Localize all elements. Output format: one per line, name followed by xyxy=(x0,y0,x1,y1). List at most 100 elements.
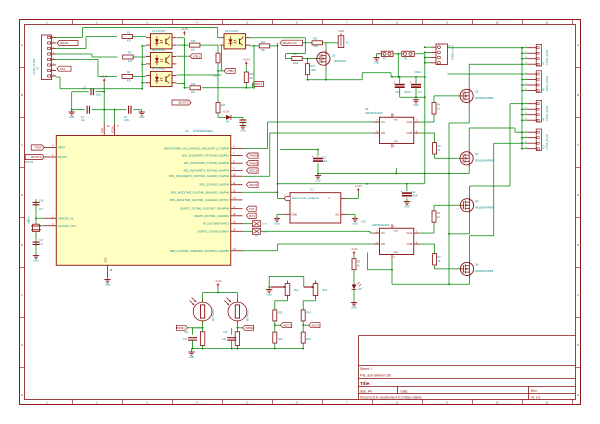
svg-text:7: 7 xyxy=(346,401,348,405)
svg-text:VTB2: VTB2 xyxy=(227,69,235,73)
svg-text:+3.3V: +3.3V xyxy=(350,247,358,251)
svg-text:Q3: Q3 xyxy=(475,199,479,203)
svg-text:R11: R11 xyxy=(261,41,266,44)
svg-text:1k: 1k xyxy=(357,265,360,268)
svg-text:ADC5: ADC5 xyxy=(249,183,258,187)
svg-text:GND: GND xyxy=(69,116,75,119)
svg-text:10k: 10k xyxy=(191,91,196,94)
svg-text:2: 2 xyxy=(376,231,378,233)
svg-text:GND: GND xyxy=(139,116,145,119)
svg-text:GND: GND xyxy=(105,284,111,287)
svg-text:3: 3 xyxy=(53,47,55,49)
svg-text:100k: 100k xyxy=(313,45,319,48)
svg-text:R12: R12 xyxy=(313,38,318,41)
svg-text:10: 10 xyxy=(496,401,499,405)
svg-text:PWM2: PWM2 xyxy=(245,326,254,330)
svg-text:R25: R25 xyxy=(306,338,311,341)
svg-text:5: 5 xyxy=(117,125,119,128)
svg-text:2: 2 xyxy=(284,195,286,197)
svg-text:1uF: 1uF xyxy=(222,338,227,341)
svg-text:1uF: 1uF xyxy=(183,338,188,341)
svg-text:16MHz: 16MHz xyxy=(28,216,31,224)
svg-text:4: 4 xyxy=(53,52,55,54)
svg-text:9: 9 xyxy=(233,168,235,171)
svg-text:Q5: Q5 xyxy=(332,53,336,57)
svg-text:+: + xyxy=(410,81,412,85)
svg-text:P1: P1 xyxy=(37,66,40,70)
svg-text:8: 8 xyxy=(396,401,398,405)
svg-text:SPI1_NSS/USART1_CK/TIM14_CH1/A: SPI1_NSS/USART1_CK/TIM14_CH1/ADC_IN4/PA4 xyxy=(169,174,230,178)
svg-text:SPI1_SCK/ADC_IN5/PA5: SPI1_SCK/ADC_IN5/PA5 xyxy=(199,183,229,187)
svg-text:2: 2 xyxy=(96,401,98,405)
svg-text:File: ach-dimmer.sch: File: ach-dimmer.sch xyxy=(360,373,391,377)
svg-text:P7: P7 xyxy=(543,61,546,65)
svg-text:5: 5 xyxy=(246,21,248,25)
svg-text:+3.3V: +3.3V xyxy=(355,184,363,188)
svg-text:1: 1 xyxy=(46,401,48,405)
svg-text:CONN_01X04: CONN_01X04 xyxy=(546,75,549,91)
svg-text:PF0/OSC_IN: PF0/OSC_IN xyxy=(58,216,73,220)
svg-text:CONN_01X04: CONN_01X04 xyxy=(546,105,549,121)
svg-text:+3.3V: +3.3V xyxy=(243,58,251,62)
svg-text:7: 7 xyxy=(53,69,55,71)
svg-text:2: 2 xyxy=(526,78,528,80)
svg-text:100n: 100n xyxy=(124,119,130,122)
svg-text:A: A xyxy=(328,197,330,200)
svg-text:+: + xyxy=(393,81,395,85)
svg-text:470: 470 xyxy=(127,79,132,82)
svg-text:PDV-P9001: PDV-P9001 xyxy=(248,308,250,321)
svg-text:10k: 10k xyxy=(249,77,254,80)
svg-text:RX1: RX1 xyxy=(249,214,255,218)
svg-text:3: 3 xyxy=(393,257,395,259)
svg-text:GND: GND xyxy=(413,104,419,107)
svg-text:BOOT0: BOOT0 xyxy=(58,155,67,159)
svg-text:BST1: BST1 xyxy=(255,82,263,86)
svg-text:CONN_01X04: CONN_01X04 xyxy=(453,45,455,60)
svg-text:7: 7 xyxy=(233,153,235,156)
svg-text:G: G xyxy=(21,343,23,347)
svg-text:4u7: 4u7 xyxy=(39,243,44,246)
svg-text:4: 4 xyxy=(376,242,378,244)
svg-text:1: 1 xyxy=(393,226,395,228)
svg-text:470: 470 xyxy=(127,40,132,43)
svg-text:WKUP1/TMR2_CH1_ETR/ADC_IN0/USA: WKUP1/TMR2_CH1_ETR/ADC_IN0/USART1_CTS/PA… xyxy=(164,147,229,151)
svg-text:GND: GND xyxy=(393,141,398,143)
svg-text:2: 2 xyxy=(53,41,55,43)
svg-text:GND: GND xyxy=(189,356,195,359)
svg-text:11: 11 xyxy=(546,21,549,25)
svg-text:7: 7 xyxy=(416,231,418,233)
svg-text:Y1: Y1 xyxy=(27,220,31,223)
svg-text:2: 2 xyxy=(526,52,528,54)
svg-text:ADP3623ARJZ: ADP3623ARJZ xyxy=(372,223,390,227)
svg-text:Q1: Q1 xyxy=(475,90,479,94)
svg-text:7: 7 xyxy=(416,120,418,122)
svg-text:F1: F1 xyxy=(346,42,349,45)
svg-text:E: E xyxy=(577,243,579,247)
svg-text:P8: P8 xyxy=(543,88,546,92)
svg-text:+3.3V: +3.3V xyxy=(214,279,222,283)
svg-text:4: 4 xyxy=(526,63,528,65)
svg-text:IRF9Z34N: IRF9Z34N xyxy=(334,59,346,63)
svg-text:C16: C16 xyxy=(39,200,44,203)
svg-text:R13: R13 xyxy=(293,53,298,56)
svg-text:R24: R24 xyxy=(306,312,311,315)
svg-text:C1: C1 xyxy=(81,116,85,119)
svg-text:+12V: +12V xyxy=(338,29,345,33)
svg-text:USART1_TX/TIM1_CH2/TIM17_BKIN/: USART1_TX/TIM1_CH2/TIM17_BKIN/PA9 xyxy=(180,207,230,211)
svg-text:VDD: VDD xyxy=(101,128,104,133)
svg-text:1: 1 xyxy=(52,154,54,157)
svg-text:100uF: 100uF xyxy=(404,91,411,94)
svg-text:SPI1_MOSI/TIM3_CH2/TIM1_CH1N/A: SPI1_MOSI/TIM3_CH2/TIM1_CH1N/ADC_IN7/PA7 xyxy=(170,198,230,202)
svg-text:U10: U10 xyxy=(361,219,366,223)
svg-text:1: 1 xyxy=(53,36,55,38)
svg-text:1: 1 xyxy=(526,131,528,133)
svg-text:Size: A4: Size: A4 xyxy=(360,389,372,393)
svg-text:GND: GND xyxy=(351,307,357,310)
svg-text:MISO1: MISO1 xyxy=(60,41,69,45)
svg-text:VDDA: VDDA xyxy=(112,126,115,133)
svg-text:11: 11 xyxy=(546,401,549,405)
svg-text:GND: GND xyxy=(33,260,39,263)
svg-text:2: 2 xyxy=(52,215,54,218)
svg-text:D5: D5 xyxy=(359,288,363,291)
svg-text:U5 LTV-817: U5 LTV-817 xyxy=(225,29,239,33)
